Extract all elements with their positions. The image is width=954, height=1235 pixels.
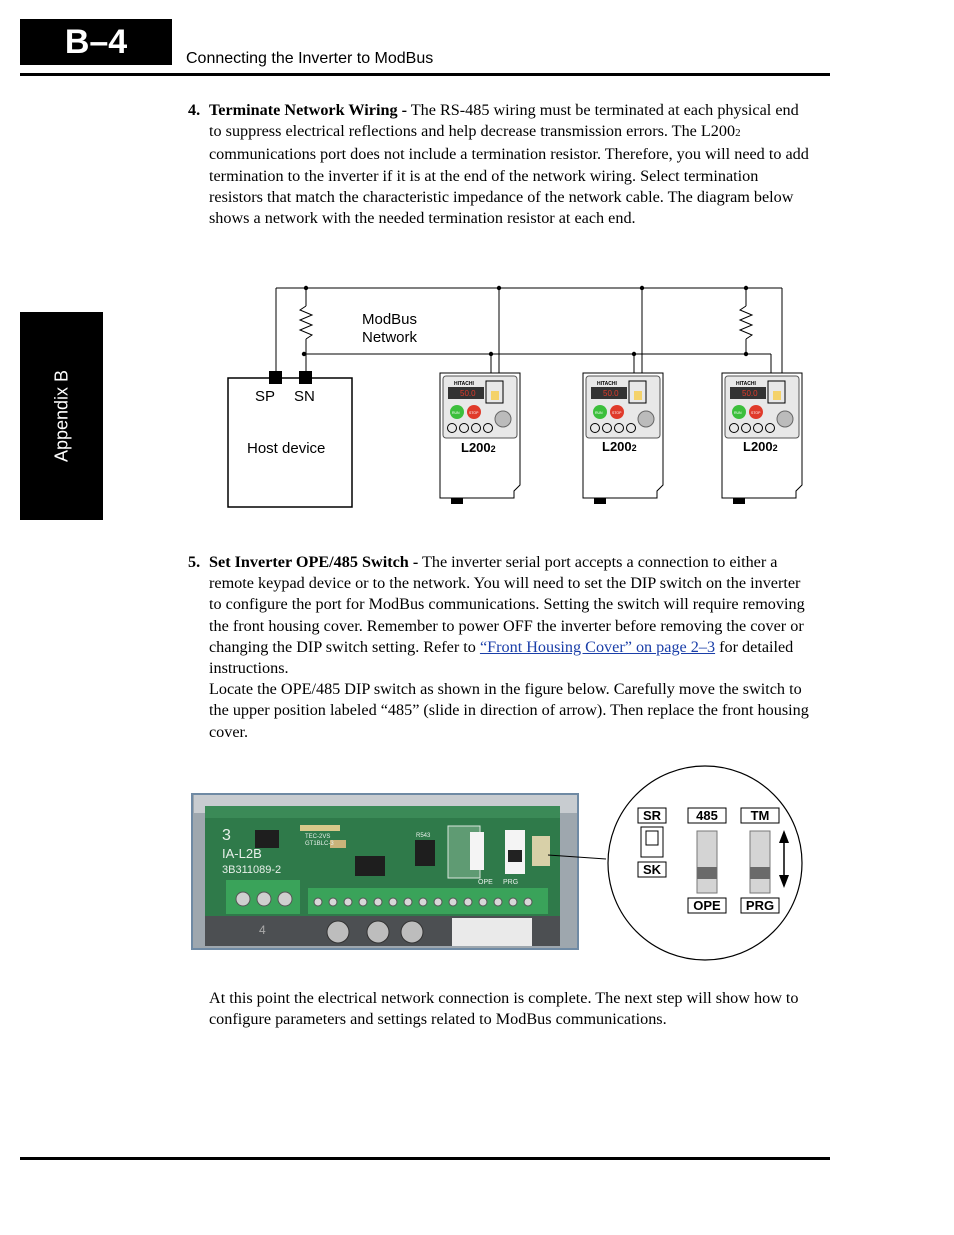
inverter-run-key: RUN (595, 411, 603, 415)
network-label-line-1: ModBus (362, 311, 417, 328)
termination-resistor-left (298, 288, 314, 372)
inverter-stop-key: STOP (469, 411, 479, 415)
inverter-stop-key: STOP (612, 411, 622, 415)
page-number-tab: B–4 (20, 19, 172, 65)
step-4-body: Terminate Network Wiring - The RS-485 wi… (209, 100, 813, 229)
step-4-text-1: The RS-485 wiring must be terminated at … (209, 101, 799, 141)
host-device-label: Host device (247, 440, 325, 457)
host-device: SP SN Host device (227, 371, 353, 508)
inverter-unit: HITACHI 50.0 RUN STOP L2002 (582, 372, 664, 504)
front-housing-cover-link[interactable]: “Front Housing Cover” on page 2–3 (479, 637, 716, 656)
step-4: 4. Terminate Network Wiring - The RS-485… (188, 100, 813, 229)
inverter-brand: HITACHI (597, 381, 618, 387)
step-5-body: Set Inverter OPE/485 Switch - The invert… (209, 552, 813, 743)
inverter-brand: HITACHI (736, 381, 757, 387)
closing-paragraph: At this point the electrical network con… (209, 989, 799, 1029)
inverter-brand: HITACHI (454, 381, 475, 387)
inverter-run-key: RUN (452, 411, 460, 415)
inverter-model-label: L2002 (461, 440, 496, 455)
header-title: Connecting the Inverter to ModBus (186, 50, 434, 67)
step-4-text-2: communications port does not include a t… (209, 145, 809, 228)
footer-rule (20, 1157, 830, 1160)
step-5-text-3: Locate the OPE/485 DIP switch as shown i… (209, 680, 809, 741)
inverter-unit: HITACHI 50.0 RUN STOP L2002 (721, 372, 803, 504)
step-4-title: Terminate Network Wiring - (209, 101, 407, 119)
step-5-number: 5. (188, 553, 201, 571)
appendix-side-tab: Appendix B (20, 312, 103, 520)
host-sp-terminal-label: SP (255, 388, 275, 405)
step-4-model-suffix: 2 (735, 127, 741, 140)
inverter-stop-key: STOP (751, 411, 761, 415)
inverter-display: 50.0 (460, 389, 476, 398)
header-rule (20, 73, 830, 76)
inverter-display: 50.0 (742, 389, 758, 398)
step-4-number: 4. (188, 101, 201, 119)
inverter-unit: HITACHI 50.0 RUN STOP L2002 (439, 372, 521, 504)
step-5-title: Set Inverter OPE/485 Switch - (209, 553, 419, 571)
step-5: 5. Set Inverter OPE/485 Switch - The inv… (188, 552, 813, 743)
inverter-run-key: RUN (734, 411, 742, 415)
inverter-model-label: L2002 (602, 439, 637, 454)
termination-resistor-right (738, 288, 754, 354)
inverter-display: 50.0 (603, 389, 619, 398)
step-5-text-2: for detailed instructions. (209, 637, 794, 678)
network-label-line-2: Network (362, 329, 418, 346)
inverter-model-label: L2002 (743, 439, 778, 454)
host-sn-terminal-label: SN (294, 388, 315, 405)
step-5-text-1: The inverter serial port accepts a conne… (209, 553, 805, 656)
